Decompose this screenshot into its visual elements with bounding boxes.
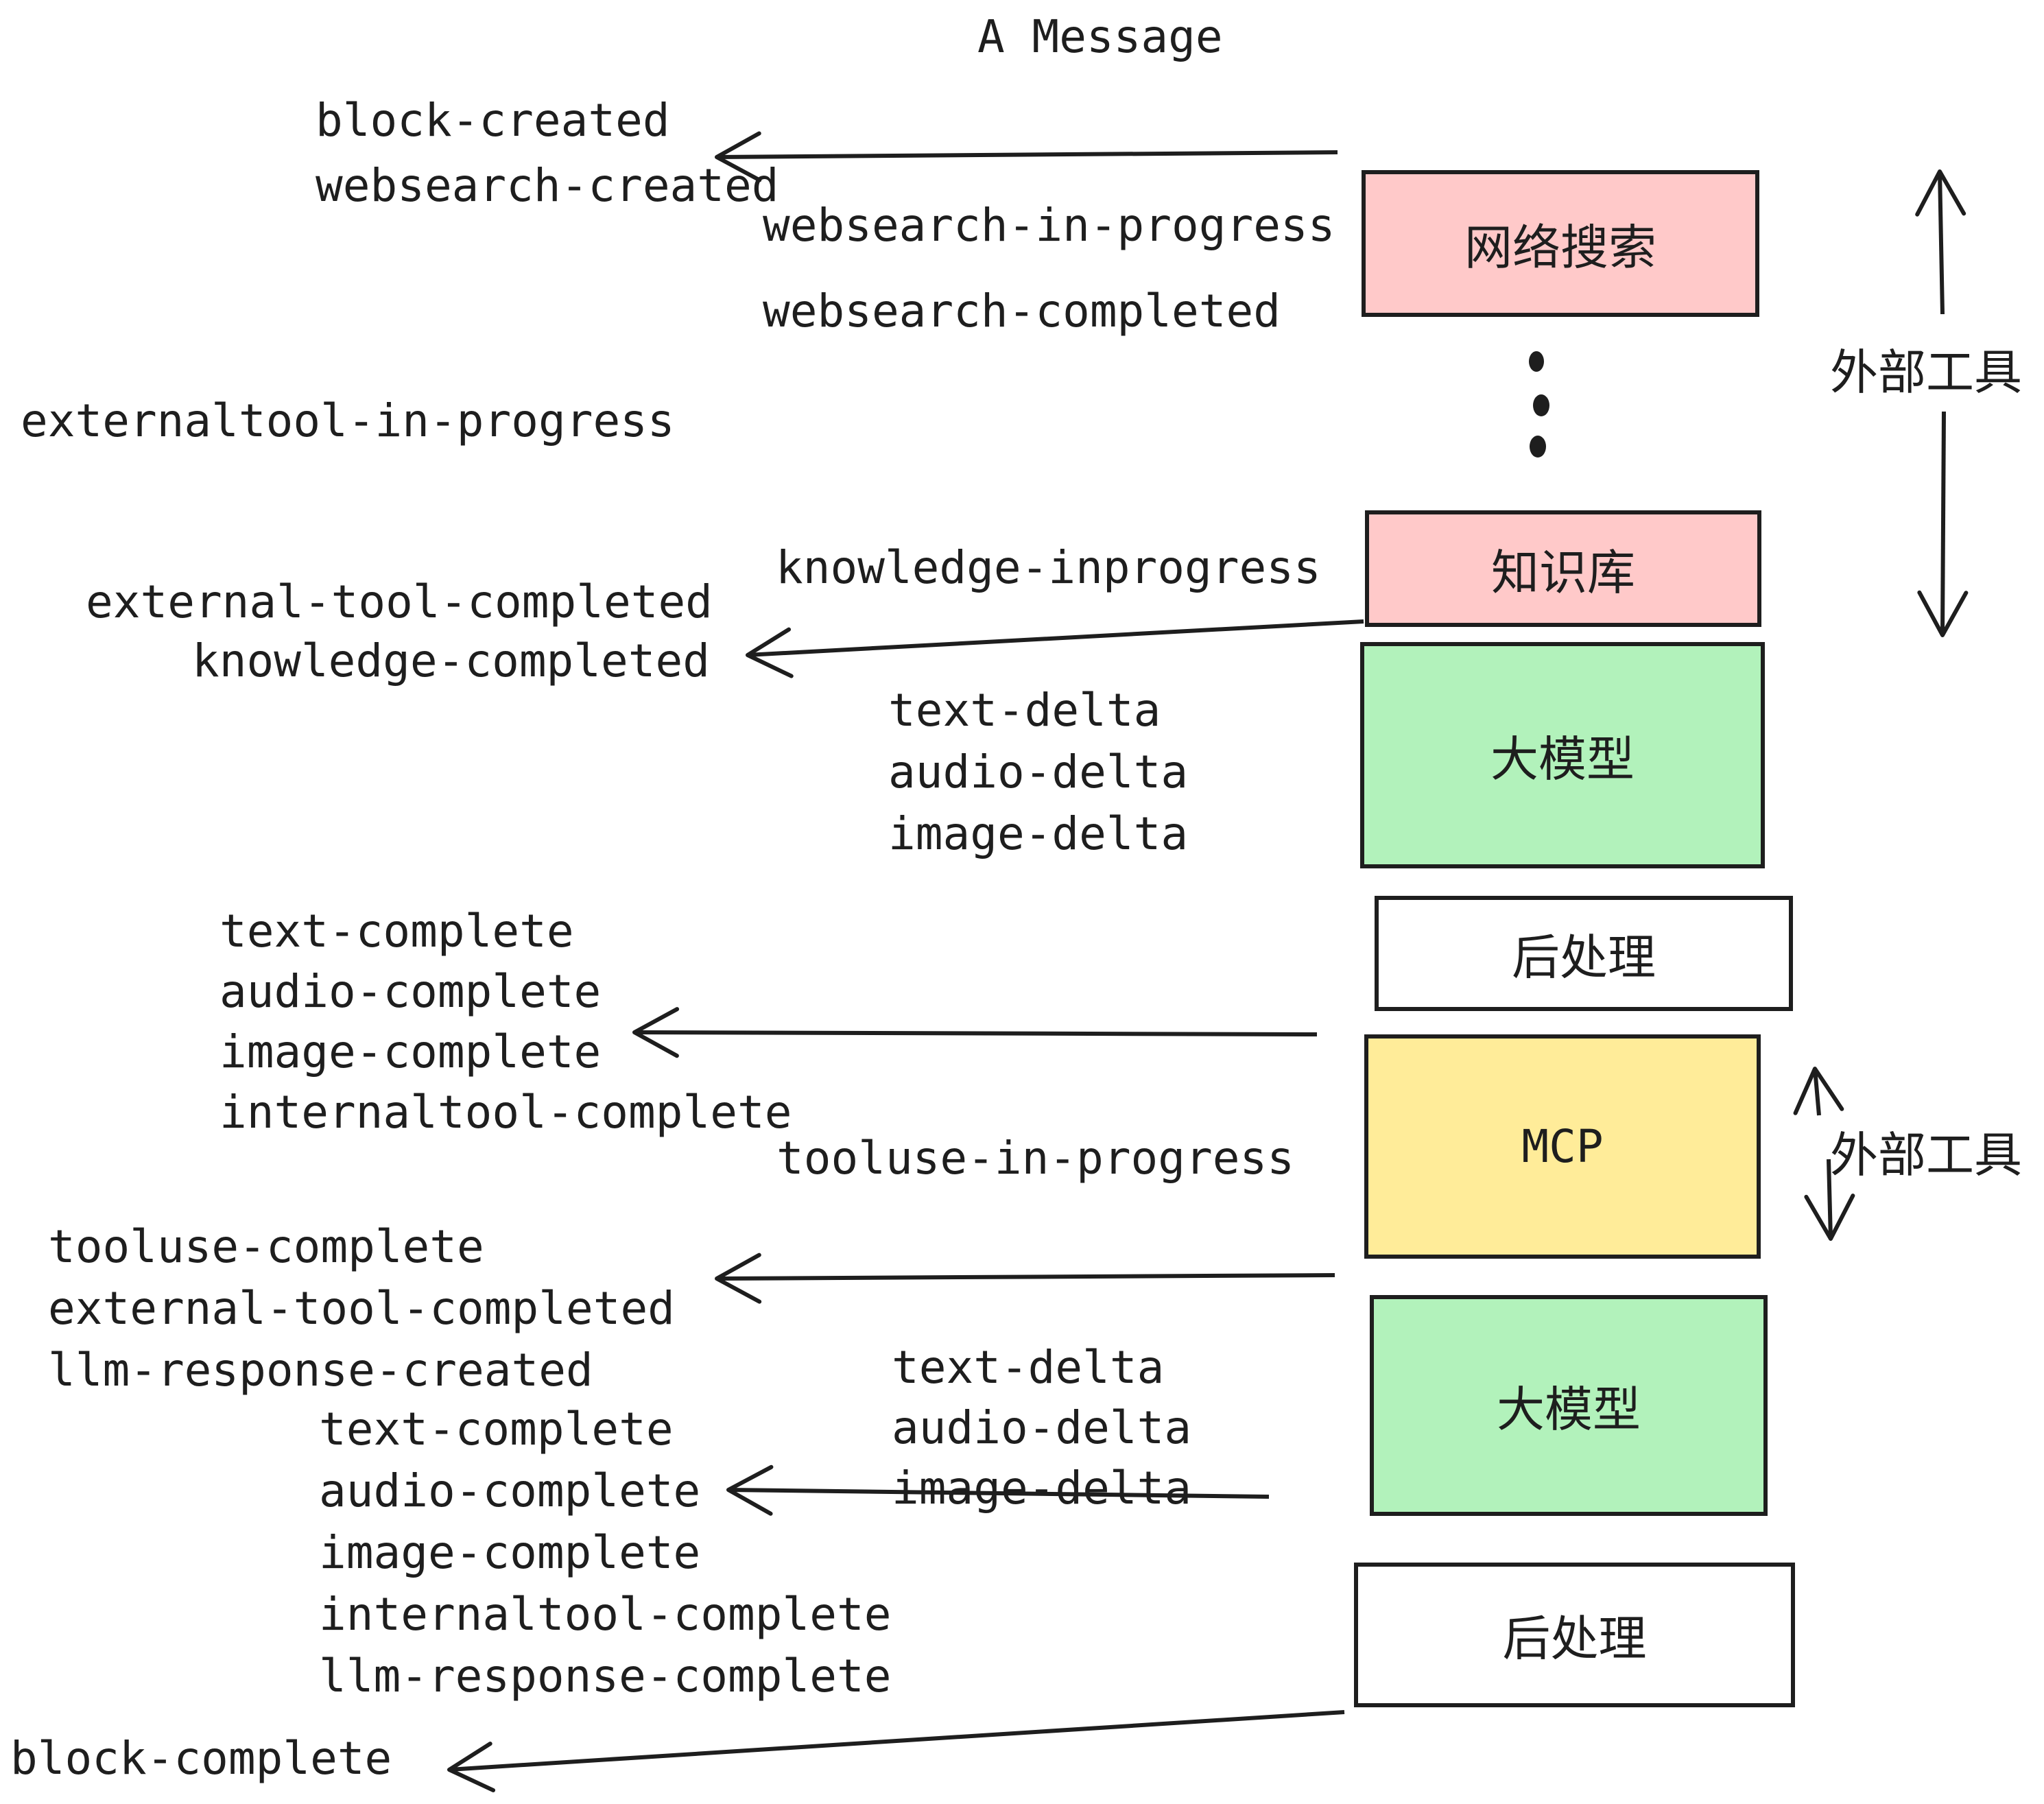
node-postprocess-1: 后处理 (1375, 896, 1793, 1011)
node-postprocess-1-label: 后处理 (1512, 929, 1656, 986)
event-label-image-delta-2: image-delta (892, 1462, 1192, 1515)
event-label-internaltool-complete-2: internaltool-complete (319, 1588, 892, 1641)
external-tools-bottom-arrow-down (1804, 1159, 1855, 1241)
node-mcp-label: MCP (1521, 1120, 1604, 1173)
event-label-externaltool-in-progress: externaltool-in-progress (21, 394, 675, 447)
arrow-to-websearch-created (715, 131, 1338, 182)
event-label-block-created: block-created (316, 94, 670, 147)
arrow-to-audio-complete (726, 1464, 1270, 1516)
event-label-audio-complete-1: audio-complete (219, 965, 602, 1018)
node-websearch-label: 网络搜索 (1464, 219, 1656, 276)
diagram-title: A Message (977, 10, 1223, 63)
node-postprocess-2-label: 后处理 (1502, 1611, 1647, 1667)
event-label-websearch-created: websearch-created (316, 159, 779, 212)
arrow-to-tooluse-complete (715, 1253, 1335, 1304)
event-label-external-tool-completed: external-tool-completed (86, 575, 713, 628)
event-label-image-complete-1: image-complete (219, 1025, 602, 1078)
node-llm-2: 大模型 (1370, 1295, 1768, 1516)
event-label-image-complete-2: image-complete (319, 1526, 701, 1579)
event-label-llm-response-created: llm-response-created (48, 1344, 593, 1397)
node-knowledge: 知识库 (1365, 510, 1761, 627)
node-llm-2-label: 大模型 (1497, 1381, 1641, 1438)
event-label-tooluse-complete: tooluse-complete (48, 1220, 484, 1273)
event-label-block-complete: block-complete (10, 1732, 392, 1785)
external-tools-top-arrow-down (1917, 411, 1969, 637)
arrow-to-knowledge-completed (746, 619, 1364, 678)
event-label-websearch-in-progress: websearch-in-progress (763, 199, 1335, 252)
arrow-to-block-complete (447, 1710, 1345, 1792)
event-label-audio-delta-1: audio-delta (888, 746, 1189, 798)
event-label-image-delta-1: image-delta (888, 807, 1189, 860)
event-label-knowledge-completed: knowledge-completed (192, 634, 710, 687)
event-label-websearch-completed: websearch-completed (763, 285, 1281, 337)
node-llm-1: 大模型 (1360, 642, 1765, 868)
external-tools-annotation-top: 外部工具 (1830, 344, 2022, 401)
event-label-text-complete-1: text-complete (219, 905, 574, 958)
node-mcp: MCP (1364, 1034, 1761, 1259)
event-label-external-tool-completed-2: external-tool-completed (48, 1282, 675, 1335)
event-label-text-complete-2: text-complete (319, 1403, 674, 1456)
event-label-text-delta-1: text-delta (888, 684, 1161, 737)
event-label-internaltool-complete-1: internaltool-complete (219, 1086, 792, 1139)
external-tools-bottom-arrow-up (1793, 1067, 1844, 1116)
event-label-knowledge-inprogress: knowledge-inprogress (776, 541, 1321, 594)
node-websearch: 网络搜索 (1362, 170, 1759, 317)
event-label-tooluse-in-progress: tooluse-in-progress (776, 1132, 1294, 1185)
ellipsis-dots (1529, 351, 1549, 458)
event-label-audio-complete-2: audio-complete (319, 1464, 701, 1517)
event-label-audio-delta-2: audio-delta (892, 1401, 1192, 1454)
node-postprocess-2: 后处理 (1354, 1563, 1795, 1707)
event-label-text-delta-2: text-delta (892, 1341, 1165, 1394)
external-tools-top-arrow-up (1915, 169, 1966, 315)
node-llm-1-label: 大模型 (1490, 731, 1635, 787)
arrow-to-image-complete (632, 1007, 1318, 1058)
event-label-llm-response-complete: llm-response-complete (319, 1650, 892, 1702)
node-knowledge-label: 知识库 (1491, 544, 1635, 601)
external-tools-annotation-bottom: 外部工具 (1830, 1127, 2022, 1183)
